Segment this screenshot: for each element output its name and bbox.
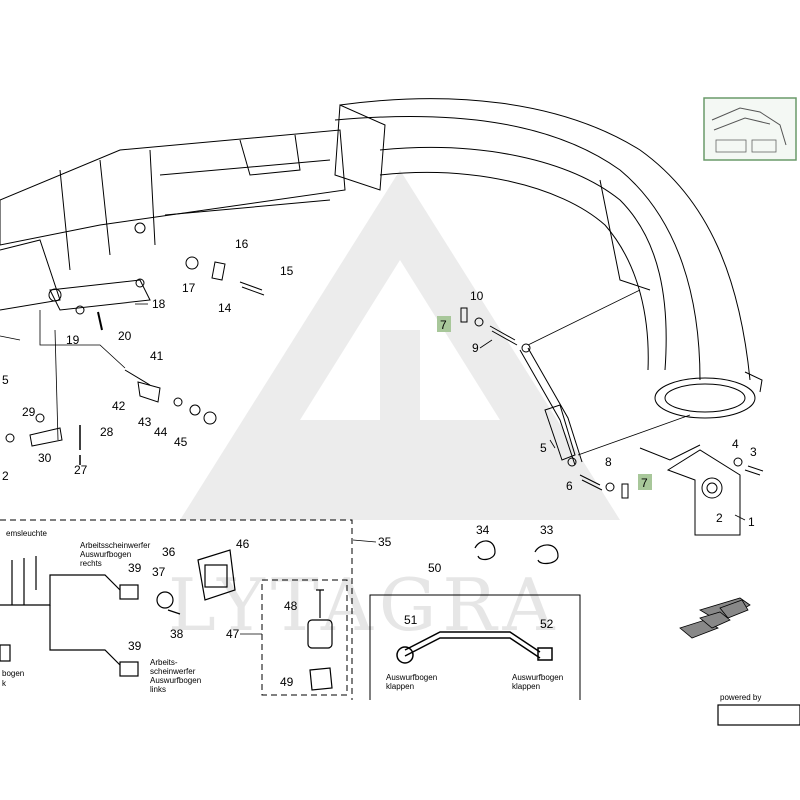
label-leader-lines xyxy=(135,303,746,635)
fasteners-upper-left[interactable] xyxy=(75,256,265,331)
powered-by-box xyxy=(717,704,800,726)
work-light[interactable] xyxy=(156,549,236,615)
cut-label-5: 5 xyxy=(2,373,9,387)
part-label-4[interactable]: 4 xyxy=(732,437,739,451)
part-label-43[interactable]: 43 xyxy=(138,415,152,429)
switch-assembly[interactable] xyxy=(307,589,333,691)
part-label-3[interactable]: 3 xyxy=(750,445,757,459)
discharge-chute xyxy=(334,98,763,419)
part-label-37[interactable]: 37 xyxy=(152,565,166,579)
label-chute-fold-right-2: klappen xyxy=(512,682,540,691)
fasteners-lower-left[interactable] xyxy=(5,413,81,465)
label-work-light-left-2: scheinwerfer xyxy=(150,667,196,676)
part-label-1[interactable]: 1 xyxy=(748,515,755,529)
main-frame xyxy=(0,129,346,311)
label-chute-fold-right-1: Auswurfbogen xyxy=(512,673,563,682)
direction-arrow-icon xyxy=(679,597,751,639)
part-label-44[interactable]: 44 xyxy=(154,425,168,439)
cut-label-2: 2 xyxy=(2,469,9,483)
text-annotations: emsleuchte Arbeitsscheinwerfer Auswurfbo… xyxy=(2,529,761,702)
part-label-33[interactable]: 33 xyxy=(540,523,554,537)
box-35 xyxy=(0,519,353,700)
part-label-35[interactable]: 35 xyxy=(378,535,392,549)
label-chute-fold-left-2: klappen xyxy=(386,682,414,691)
part-label-2[interactable]: 2 xyxy=(716,511,723,525)
box-1 xyxy=(639,444,701,461)
part-label-39b[interactable]: 39 xyxy=(128,639,142,653)
part-label-20[interactable]: 20 xyxy=(118,329,132,343)
label-bogen-k: k xyxy=(2,679,7,688)
part-label-48[interactable]: 48 xyxy=(284,599,298,613)
leader-lines-left xyxy=(0,310,126,441)
label-work-light-left-1: Arbeits- xyxy=(150,658,178,667)
part-label-9[interactable]: 9 xyxy=(472,341,479,355)
part-label-27[interactable]: 27 xyxy=(74,463,88,477)
part-label-6[interactable]: 6 xyxy=(566,479,573,493)
part-label-19[interactable]: 19 xyxy=(66,333,80,347)
label-work-light-right-2: Auswurfbogen xyxy=(80,550,131,559)
part-label-30[interactable]: 30 xyxy=(38,451,52,465)
pin-assembly-lower[interactable] xyxy=(579,474,629,499)
part-label-5[interactable]: 5 xyxy=(540,441,547,455)
part-label-49[interactable]: 49 xyxy=(280,675,294,689)
pin-assembly-upper[interactable] xyxy=(460,307,518,346)
label-chute-fold-left-1: Auswurfbogen xyxy=(386,673,437,682)
part-label-38[interactable]: 38 xyxy=(170,627,184,641)
label-work-light-left-4: links xyxy=(150,685,166,694)
part-label-36[interactable]: 36 xyxy=(162,545,176,559)
overview-thumbnail[interactable] xyxy=(703,97,797,161)
highlight-badge-7a[interactable] xyxy=(437,316,451,332)
fasteners-middle-left[interactable] xyxy=(124,369,217,425)
hose-clamps[interactable] xyxy=(474,540,559,565)
part-label-17[interactable]: 17 xyxy=(182,281,196,295)
part-label-18[interactable]: 18 xyxy=(152,297,166,311)
watermark-text: LYTAGRA xyxy=(168,563,561,647)
highlight-badge-7b[interactable] xyxy=(638,474,652,490)
part-label-34[interactable]: 34 xyxy=(476,523,490,537)
watermark-logo xyxy=(180,170,620,520)
part-label-39a[interactable]: 39 xyxy=(128,561,142,575)
part-label-16[interactable]: 16 xyxy=(235,237,249,251)
label-work-light-right-1: Arbeitsscheinwerfer xyxy=(80,541,151,550)
label-work-light-right-3: rechts xyxy=(80,559,102,568)
label-work-light-left-3: Auswurfbogen xyxy=(150,676,201,685)
wiring-harness[interactable] xyxy=(0,556,139,677)
label-emsleuchte: emsleuchte xyxy=(6,529,47,538)
part-label-50[interactable]: 50 xyxy=(428,561,442,575)
part-label-8[interactable]: 8 xyxy=(605,455,612,469)
part-labels: 1 2 3 4 5 6 7 7 8 9 10 14 15 16 17 18 19… xyxy=(2,237,757,689)
part-label-28[interactable]: 28 xyxy=(100,425,114,439)
part-label-51[interactable]: 51 xyxy=(404,613,418,627)
hydraulic-cylinder[interactable] xyxy=(519,289,691,467)
label-powered-by: powered by xyxy=(720,693,761,702)
part-label-29[interactable]: 29 xyxy=(22,405,36,419)
part-label-7a[interactable]: 7 xyxy=(440,318,447,332)
bracket-assembly[interactable] xyxy=(666,449,764,536)
part-label-7b[interactable]: 7 xyxy=(641,476,648,490)
part-label-15[interactable]: 15 xyxy=(280,264,294,278)
part-label-45[interactable]: 45 xyxy=(174,435,188,449)
box-50 xyxy=(369,594,581,700)
box-47 xyxy=(261,579,348,696)
part-label-10[interactable]: 10 xyxy=(470,289,484,303)
part-label-46[interactable]: 46 xyxy=(236,537,250,551)
part-label-52[interactable]: 52 xyxy=(540,617,554,631)
chute-fold-cable[interactable] xyxy=(396,631,553,664)
part-label-42[interactable]: 42 xyxy=(112,399,126,413)
part-label-14[interactable]: 14 xyxy=(218,301,232,315)
label-bogen: bogen xyxy=(2,669,24,678)
part-label-47[interactable]: 47 xyxy=(226,627,240,641)
part-label-41[interactable]: 41 xyxy=(150,349,164,363)
